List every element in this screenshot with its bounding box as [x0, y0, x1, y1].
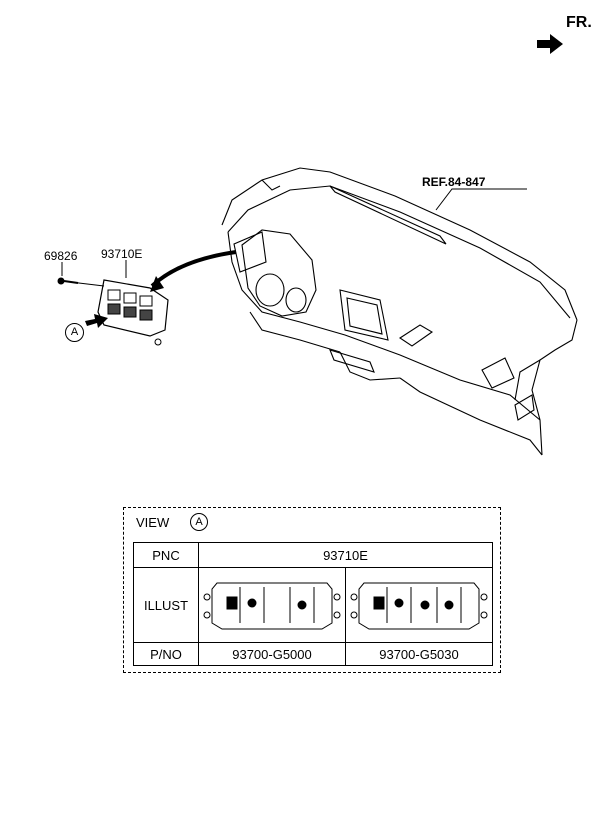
- table-row: PNC 93710E: [133, 542, 493, 568]
- part-number-cell: 93700-G5030: [345, 642, 493, 666]
- view-callout-icon: A: [190, 513, 208, 531]
- circle-a-icon: A: [65, 323, 84, 342]
- switch-illustration-icon: [203, 582, 341, 630]
- view-title: VIEW: [136, 515, 170, 530]
- reference-label: REF.84-847: [422, 175, 486, 189]
- switch-part-number: 93710E: [101, 247, 143, 261]
- part-number-cell: 93700-G5000: [198, 642, 346, 666]
- pno-header: P/NO: [133, 642, 199, 666]
- direction-label: FR.: [566, 14, 592, 31]
- parts-table: PNC 93710E ILLUST: [133, 542, 493, 666]
- table-row: P/NO 93700-G5000 93700-G5030: [133, 642, 493, 666]
- dashboard-icon: [221, 167, 578, 456]
- table-row: ILLUST: [133, 567, 493, 643]
- reference-leader: [435, 188, 527, 211]
- switch-panel-icon: [97, 279, 169, 346]
- screw-part-number: 69826: [44, 249, 78, 263]
- view-a-box: [123, 507, 501, 673]
- screw-icon: [57, 262, 105, 287]
- illust-cell: [345, 567, 493, 643]
- location-arrow: [150, 250, 237, 292]
- illust-cell: [198, 567, 346, 643]
- pnc-value: 93710E: [198, 542, 493, 568]
- illust-header: ILLUST: [133, 567, 199, 643]
- arrow-view-icon: [85, 314, 108, 328]
- switch-illustration-icon: [350, 582, 488, 630]
- arrow-fr-icon: [537, 34, 563, 54]
- pnc-header: PNC: [133, 542, 199, 568]
